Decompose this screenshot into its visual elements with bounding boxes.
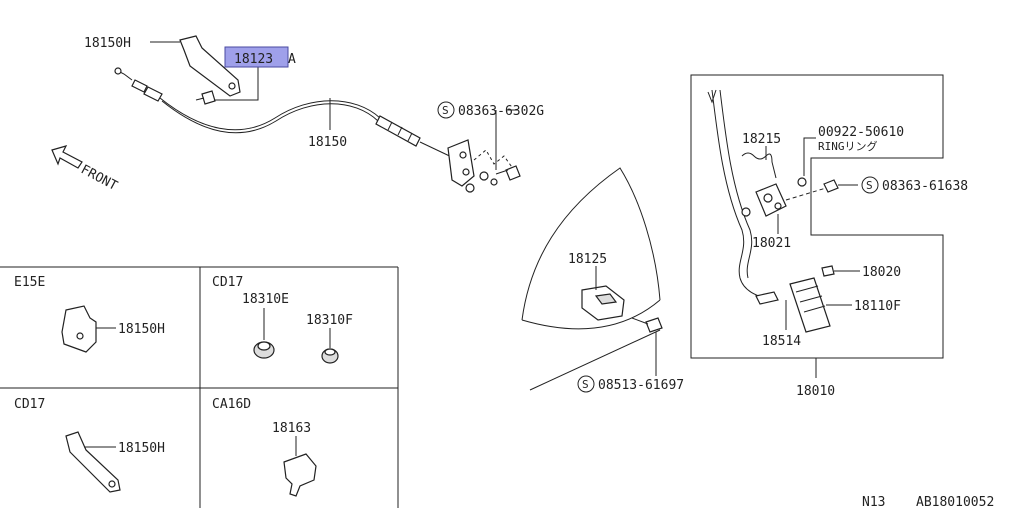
pedal-arm (711, 89, 771, 301)
pedal-assembly (690, 74, 944, 359)
variant-cd17-top-part-a[interactable]: 18310E (242, 292, 289, 307)
stopper-18020 (821, 265, 835, 277)
label-18150h-top[interactable]: 18150H (84, 36, 131, 51)
variant-cd17-bottom-title: CD17 (14, 397, 45, 412)
lever-bolt (201, 90, 216, 105)
variant-cd17-bottom-part[interactable]: 18150H (118, 441, 165, 456)
variant-e15e-title: E15E (14, 275, 45, 290)
clip-18514 (755, 291, 779, 305)
footer-code-a: N13 (862, 495, 885, 510)
label-08513-61697[interactable]: 08513-61697 (598, 378, 684, 393)
cable-main (159, 97, 381, 131)
screw-symbol-6302g: S (437, 101, 455, 119)
variant-grid (0, 266, 399, 508)
ring-00922 (797, 177, 807, 187)
dash-guide (473, 149, 515, 171)
cable-boot (143, 86, 163, 102)
part-18123-highlight[interactable] (224, 46, 289, 68)
cable-ferrule (131, 79, 148, 93)
footer-code-b: AB18010052 (916, 495, 994, 510)
svg-text:S: S (582, 378, 589, 391)
label-18010[interactable]: 18010 (796, 384, 835, 399)
svg-text:S: S (866, 179, 873, 192)
label-front: FRONT (78, 162, 120, 194)
cable-main-inner (161, 100, 379, 134)
spring-18215 (741, 152, 777, 179)
label-18150[interactable]: 18150 (308, 135, 347, 150)
bolt-6302g (495, 165, 521, 181)
variant-ca16d-title: CA16D (212, 397, 251, 412)
cd17-lever-icon (65, 431, 121, 493)
screw-symbol-61638: S (861, 176, 879, 194)
pedal-box-outline (690, 74, 944, 359)
dash-panel (521, 167, 663, 391)
grommet-18310f (321, 348, 339, 364)
label-18125[interactable]: 18125 (568, 252, 607, 267)
variant-cd17-top-title: CD17 (212, 275, 243, 290)
label-18110f[interactable]: 18110F (854, 299, 901, 314)
lever-18150h (179, 35, 241, 97)
panel-outline (521, 167, 661, 321)
label-ring: RINGリング (818, 139, 878, 153)
front-arrow: FRONT (51, 145, 120, 194)
cable-nipple (114, 67, 122, 75)
pedal-pad-18110f (789, 277, 831, 333)
nut-small (490, 178, 498, 186)
grommet-18310e (253, 341, 275, 359)
variant-e15e-part[interactable]: 18150H (118, 322, 165, 337)
washer (465, 183, 475, 193)
label-08363-61638[interactable]: 08363-61638 (882, 179, 968, 194)
accelerator-cable-assembly (114, 35, 521, 193)
label-18123-suffix: A (288, 52, 296, 67)
label-18215[interactable]: 18215 (742, 132, 781, 147)
screw-61697 (645, 317, 663, 333)
e15e-lever-icon (61, 305, 97, 353)
label-00922-50610[interactable]: 00922-50610 (818, 125, 904, 140)
label-18123[interactable]: 18123 (234, 52, 273, 67)
label-18020[interactable]: 18020 (862, 265, 901, 280)
label-08363-6302g[interactable]: 08363-6302G (458, 104, 544, 119)
cable-adjuster (375, 115, 421, 147)
svg-text:S: S (442, 104, 449, 117)
bolt-61638 (823, 179, 839, 193)
variant-ca16d-part[interactable]: 18163 (272, 421, 311, 436)
label-18021[interactable]: 18021 (752, 236, 791, 251)
nut (479, 171, 489, 181)
variant-cd17-top-part-b[interactable]: 18310F (306, 313, 353, 328)
cable-bracket (447, 139, 475, 187)
screw-symbol-61697: S (577, 375, 595, 393)
bracket-18163 (283, 453, 317, 497)
label-18514[interactable]: 18514 (762, 334, 801, 349)
